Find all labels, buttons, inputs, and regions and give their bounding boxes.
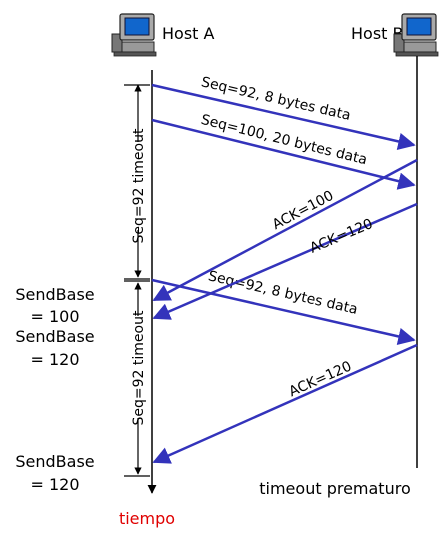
segment-arrow-2 — [151, 118, 416, 190]
timeout-1-label: Seq=92 timeout — [131, 128, 147, 243]
ack-arrow-3 — [152, 343, 418, 464]
time-axis-label: tiempo — [119, 509, 175, 528]
ack-label-2: ACK=120 — [308, 216, 376, 257]
host-b-label: Host B — [351, 24, 404, 43]
ack-arrow-2 — [152, 202, 418, 320]
ack-label-1: ACK=100 — [270, 188, 336, 233]
computer-icon — [393, 13, 439, 57]
timeout-2-label: Seq=92 timeout — [131, 310, 147, 425]
sendbase-2-line1: SendBase — [15, 327, 94, 346]
sendbase-1-line1: SendBase — [15, 285, 94, 304]
caption: timeout prematuro — [259, 479, 410, 498]
sendbase-3-line1: SendBase — [15, 452, 94, 471]
host-a-label: Host A — [162, 24, 215, 43]
segment-arrow-3 — [151, 278, 416, 346]
sendbase-2-line2: = 120 — [30, 350, 79, 369]
sendbase-1-line2: = 100 — [30, 307, 79, 326]
ack-arrow-1 — [152, 158, 418, 302]
computer-icon — [111, 13, 157, 57]
sendbase-3-line2: = 120 — [30, 475, 79, 494]
ack-label-3: ACK=120 — [287, 358, 354, 400]
segment-arrow-1 — [151, 83, 416, 151]
